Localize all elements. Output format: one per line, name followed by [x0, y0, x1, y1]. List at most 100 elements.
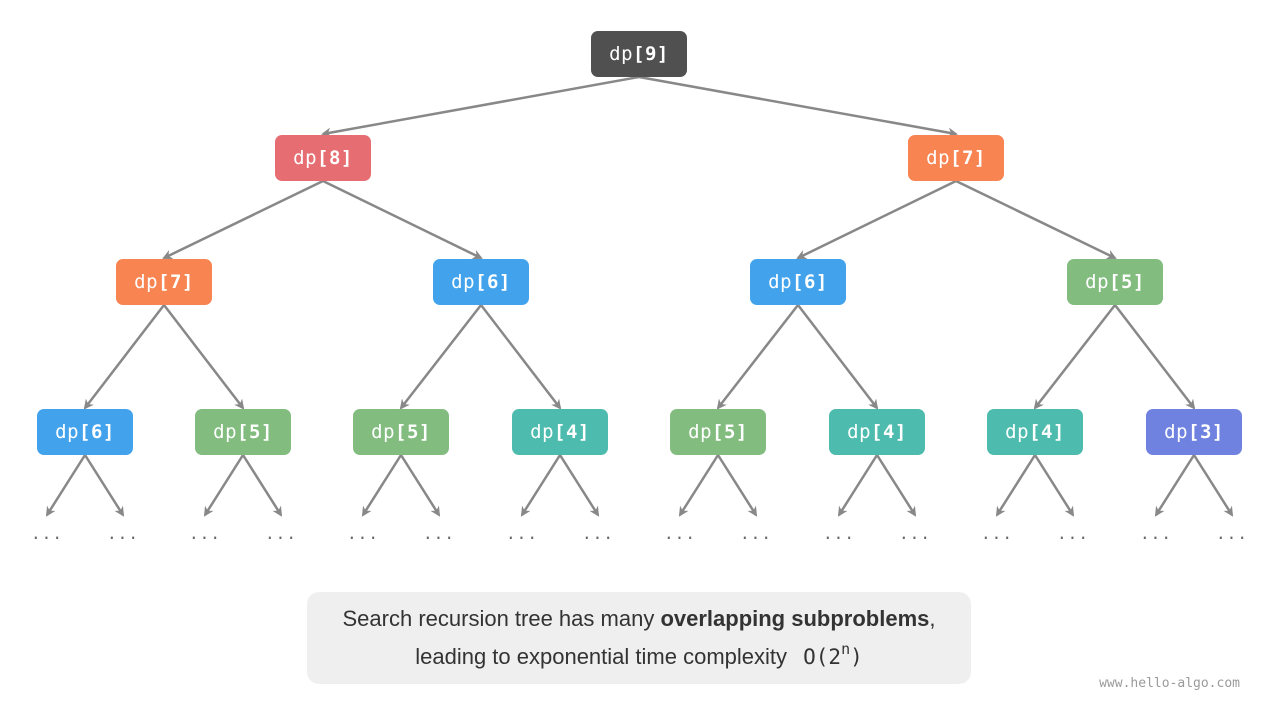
- dp-node-8: dp[8]: [275, 135, 371, 181]
- tree-edge: [163, 304, 245, 410]
- leaf-edge: [875, 454, 917, 517]
- dp-node-5: dp[5]: [1067, 259, 1163, 305]
- dp-node-label: dp: [1164, 421, 1189, 443]
- dp-node-label: dp: [1005, 421, 1030, 443]
- dp-node-3: dp[3]: [1146, 409, 1242, 455]
- leaf-edge: [716, 454, 758, 517]
- dp-node-index: [7]: [950, 147, 986, 169]
- tree-edge: [1114, 304, 1196, 410]
- dp-node-index: [6]: [475, 271, 511, 293]
- complexity-close: ): [850, 645, 863, 669]
- leaf-edge: [203, 454, 245, 517]
- dp-node-index: [5]: [237, 421, 273, 443]
- dp-node-label: dp: [213, 421, 238, 443]
- ellipsis-placeholder: ...: [899, 524, 931, 543]
- complexity-formula: O(2n): [803, 640, 863, 669]
- caption-punct: ,: [929, 606, 936, 631]
- leaf-edge: [399, 454, 441, 517]
- dp-node-6: dp[6]: [433, 259, 529, 305]
- ellipsis-placeholder: ...: [31, 524, 63, 543]
- tree-edge: [162, 179, 324, 260]
- ellipsis-placeholder: ...: [981, 524, 1013, 543]
- ellipsis-placeholder: ...: [1216, 524, 1248, 543]
- dp-node-7: dp[7]: [116, 259, 212, 305]
- leaf-edge: [241, 454, 283, 517]
- tree-edge: [399, 304, 482, 410]
- dp-node-6: dp[6]: [37, 409, 133, 455]
- tree-edge: [83, 304, 165, 410]
- dp-node-5: dp[5]: [195, 409, 291, 455]
- ellipsis-placeholder: ...: [823, 524, 855, 543]
- leaf-edge: [558, 454, 600, 517]
- leaf-edge: [1033, 454, 1075, 517]
- watermark: www.hello-algo.com: [1099, 676, 1240, 691]
- complexity-base: O(2: [803, 645, 842, 669]
- tree-edge: [321, 75, 640, 138]
- dp-node-label: dp: [847, 421, 872, 443]
- dp-node-index: [7]: [158, 271, 194, 293]
- dp-node-label: dp: [293, 147, 318, 169]
- tree-edge: [1033, 304, 1116, 410]
- dp-node-9: dp[9]: [591, 31, 687, 77]
- ellipsis-placeholder: ...: [107, 524, 139, 543]
- tree-edge: [480, 304, 562, 410]
- ellipsis-placeholder: ...: [1140, 524, 1172, 543]
- dp-node-index: [3]: [1188, 421, 1224, 443]
- ellipsis-placeholder: ...: [740, 524, 772, 543]
- tree-edge: [638, 75, 958, 138]
- caption-box: Search recursion tree has many overlappi…: [307, 592, 971, 684]
- tree-edge: [796, 179, 957, 260]
- ellipsis-placeholder: ...: [423, 524, 455, 543]
- dp-node-4: dp[4]: [987, 409, 1083, 455]
- caption-emphasis: overlapping subproblems: [660, 606, 930, 631]
- tree-edge: [797, 304, 879, 410]
- dp-node-index: [5]: [712, 421, 748, 443]
- caption-line-2: leading to exponential time complexity O…: [415, 635, 863, 673]
- dp-node-label: dp: [530, 421, 555, 443]
- leaf-edge: [361, 454, 403, 517]
- dp-node-index: [4]: [1029, 421, 1065, 443]
- leaf-edge: [1154, 454, 1196, 517]
- leaf-edge: [83, 454, 125, 517]
- dp-node-label: dp: [768, 271, 793, 293]
- dp-node-index: [5]: [395, 421, 431, 443]
- ellipsis-placeholder: ...: [265, 524, 297, 543]
- tree-edge: [955, 179, 1117, 260]
- dp-node-5: dp[5]: [353, 409, 449, 455]
- caption-line-1: Search recursion tree has many overlappi…: [343, 603, 936, 635]
- ellipsis-placeholder: ...: [347, 524, 379, 543]
- dp-node-index: [4]: [871, 421, 907, 443]
- ellipsis-placeholder: ...: [189, 524, 221, 543]
- ellipsis-placeholder: ...: [1057, 524, 1089, 543]
- dp-node-4: dp[4]: [512, 409, 608, 455]
- ellipsis-placeholder: ...: [506, 524, 538, 543]
- dp-node-label: dp: [926, 147, 951, 169]
- dp-node-label: dp: [371, 421, 396, 443]
- leaf-edge: [837, 454, 879, 517]
- dp-node-label: dp: [134, 271, 159, 293]
- leaf-edge: [1192, 454, 1234, 517]
- dp-node-label: dp: [55, 421, 80, 443]
- dp-node-index: [6]: [792, 271, 828, 293]
- dp-node-4: dp[4]: [829, 409, 925, 455]
- caption-text: Search recursion tree has many: [342, 606, 661, 631]
- leaf-edge: [678, 454, 720, 517]
- dp-node-6: dp[6]: [750, 259, 846, 305]
- leaf-edge: [995, 454, 1037, 517]
- tree-edge: [716, 304, 799, 410]
- dp-node-label: dp: [609, 43, 634, 65]
- leaf-edge: [520, 454, 562, 517]
- dp-node-index: [4]: [554, 421, 590, 443]
- dp-node-index: [8]: [317, 147, 353, 169]
- complexity-exponent: n: [841, 640, 851, 658]
- dp-node-label: dp: [451, 271, 476, 293]
- ellipsis-placeholder: ...: [582, 524, 614, 543]
- dp-node-label: dp: [1085, 271, 1110, 293]
- dp-node-index: [6]: [79, 421, 115, 443]
- tree-edge: [322, 179, 483, 260]
- dp-node-index: [9]: [633, 43, 669, 65]
- dp-node-7: dp[7]: [908, 135, 1004, 181]
- dp-node-label: dp: [688, 421, 713, 443]
- dp-node-index: [5]: [1109, 271, 1145, 293]
